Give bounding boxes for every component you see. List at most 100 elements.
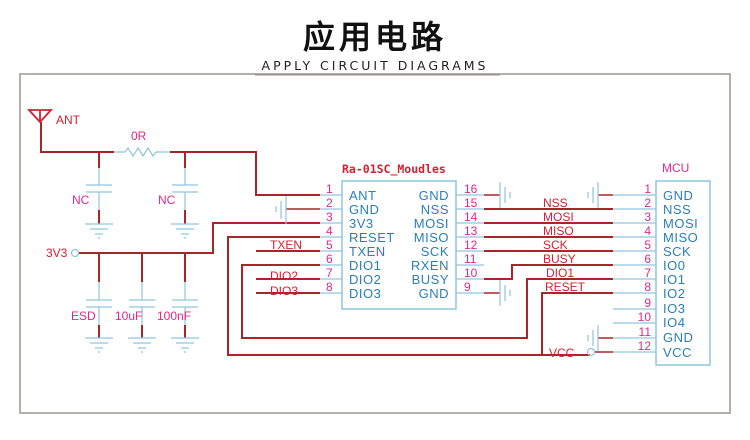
reset-wire [227,236,590,356]
pin-number: 3 [326,210,333,224]
pin-number: 6 [644,252,651,266]
pin-number: 5 [326,238,333,252]
pin-number: 12 [464,238,478,252]
net-label-dio2: DIO2 [270,269,298,283]
ground-icon [85,223,113,239]
cap-label: NC [72,193,90,207]
net-label-reset: RESET [545,280,586,294]
pin-label: BUSY [412,272,449,287]
pin-label: IO1 [663,272,685,287]
pin-number: 6 [326,252,333,266]
busy-wire [484,264,613,280]
pin-label: IO3 [663,301,685,316]
net-label-busy: BUSY [543,252,576,266]
pin-label: MOSI [663,216,698,231]
pin-label: MISO [663,230,698,245]
capacitor-icon [86,152,112,224]
pin-label: MISO [414,230,449,245]
pin-number: 12 [638,339,652,353]
ground-icon [499,182,511,208]
pin-number: 4 [326,224,333,238]
ground-icon [499,280,511,306]
pin-number: 8 [644,280,651,294]
module-title: Ra-01SC_Moudles [342,162,446,177]
resistor-label: 0R [131,129,147,143]
pin-number: 7 [326,266,333,280]
mcu-body [655,180,711,366]
cap-label: 100nF [157,309,191,323]
ground-icon [587,325,599,351]
resistor-icon [114,146,170,158]
pin-number: 1 [644,182,651,196]
pin-label: GND [419,286,449,301]
module-right-leads [456,194,484,294]
pin-label: GND [663,330,693,345]
pin-label: DIO2 [349,272,381,287]
pin-number: 8 [326,280,333,294]
mcu-title: MCU [662,161,689,175]
ant-wire [40,122,114,153]
power-port-icon [70,248,80,258]
ground-icon [275,196,287,224]
pin-label: DIO3 [349,286,381,301]
net-label-vcc: VCC [549,346,575,360]
pin-label: GND [663,188,693,203]
capacitor-icon [86,253,112,338]
pin-label: 3V3 [349,216,374,231]
ground-icon [171,337,199,353]
net-label-mosi: MOSI [543,210,574,224]
net-label-sck: SCK [543,238,568,252]
capacitor-icon [129,253,155,338]
net-label-miso: MISO [543,224,574,238]
pin-label: GND [419,188,449,203]
pin-label: IO2 [663,286,685,301]
ground-icon [587,182,599,208]
cap-label: 10uF [115,309,142,323]
pin-number: 14 [464,210,478,224]
module-body [341,180,457,310]
cap-label: ESD [71,309,96,323]
pin-number: 1 [326,182,333,196]
reset-mcu-wire [541,292,613,355]
pin-number: 13 [464,224,478,238]
ground-icon [128,337,156,353]
pin-number: 2 [326,196,333,210]
diagram-frame [19,73,731,414]
pin-label: ANT [349,188,377,203]
net-label-dio1: DIO1 [546,266,574,280]
pin-number: 4 [644,224,651,238]
capacitor-icon [172,152,198,224]
page-title: 应用电路 [302,18,447,56]
pin-label: SCK [663,244,691,259]
pin-number: 3 [644,210,651,224]
net-label-dio3: DIO3 [270,284,298,298]
pin-label: MOSI [414,216,449,231]
pin-number: 11 [639,325,652,339]
antenna-icon [26,109,54,124]
pin-number: 5 [644,238,651,252]
net-label-nss: NSS [543,196,568,210]
capacitor-icon [172,253,198,338]
3v3-wire [79,222,320,254]
pin-label: DIO1 [349,258,381,273]
module-left-leads [320,194,342,294]
pin-label: RESET [349,230,395,245]
pin-number: 7 [644,266,651,280]
pin-label: IO4 [663,315,685,330]
pin-number: 10 [464,266,478,280]
ground-icon [85,337,113,353]
ground-icon [171,223,199,239]
pin-number: 2 [644,196,651,210]
ant-to-pin1-wire [170,151,320,196]
pin-number: 11 [464,252,477,266]
pin-label: IO0 [663,258,685,273]
power-3v3-label: 3V3 [46,246,68,260]
pin-number: 9 [464,280,471,294]
cap-label: NC [158,193,176,207]
pin-number: 15 [464,196,478,210]
antenna-label: ANT [56,113,81,127]
pin-number: 16 [464,182,478,196]
pin-label: NSS [421,202,449,217]
net-label-txen: TXEN [270,238,302,252]
